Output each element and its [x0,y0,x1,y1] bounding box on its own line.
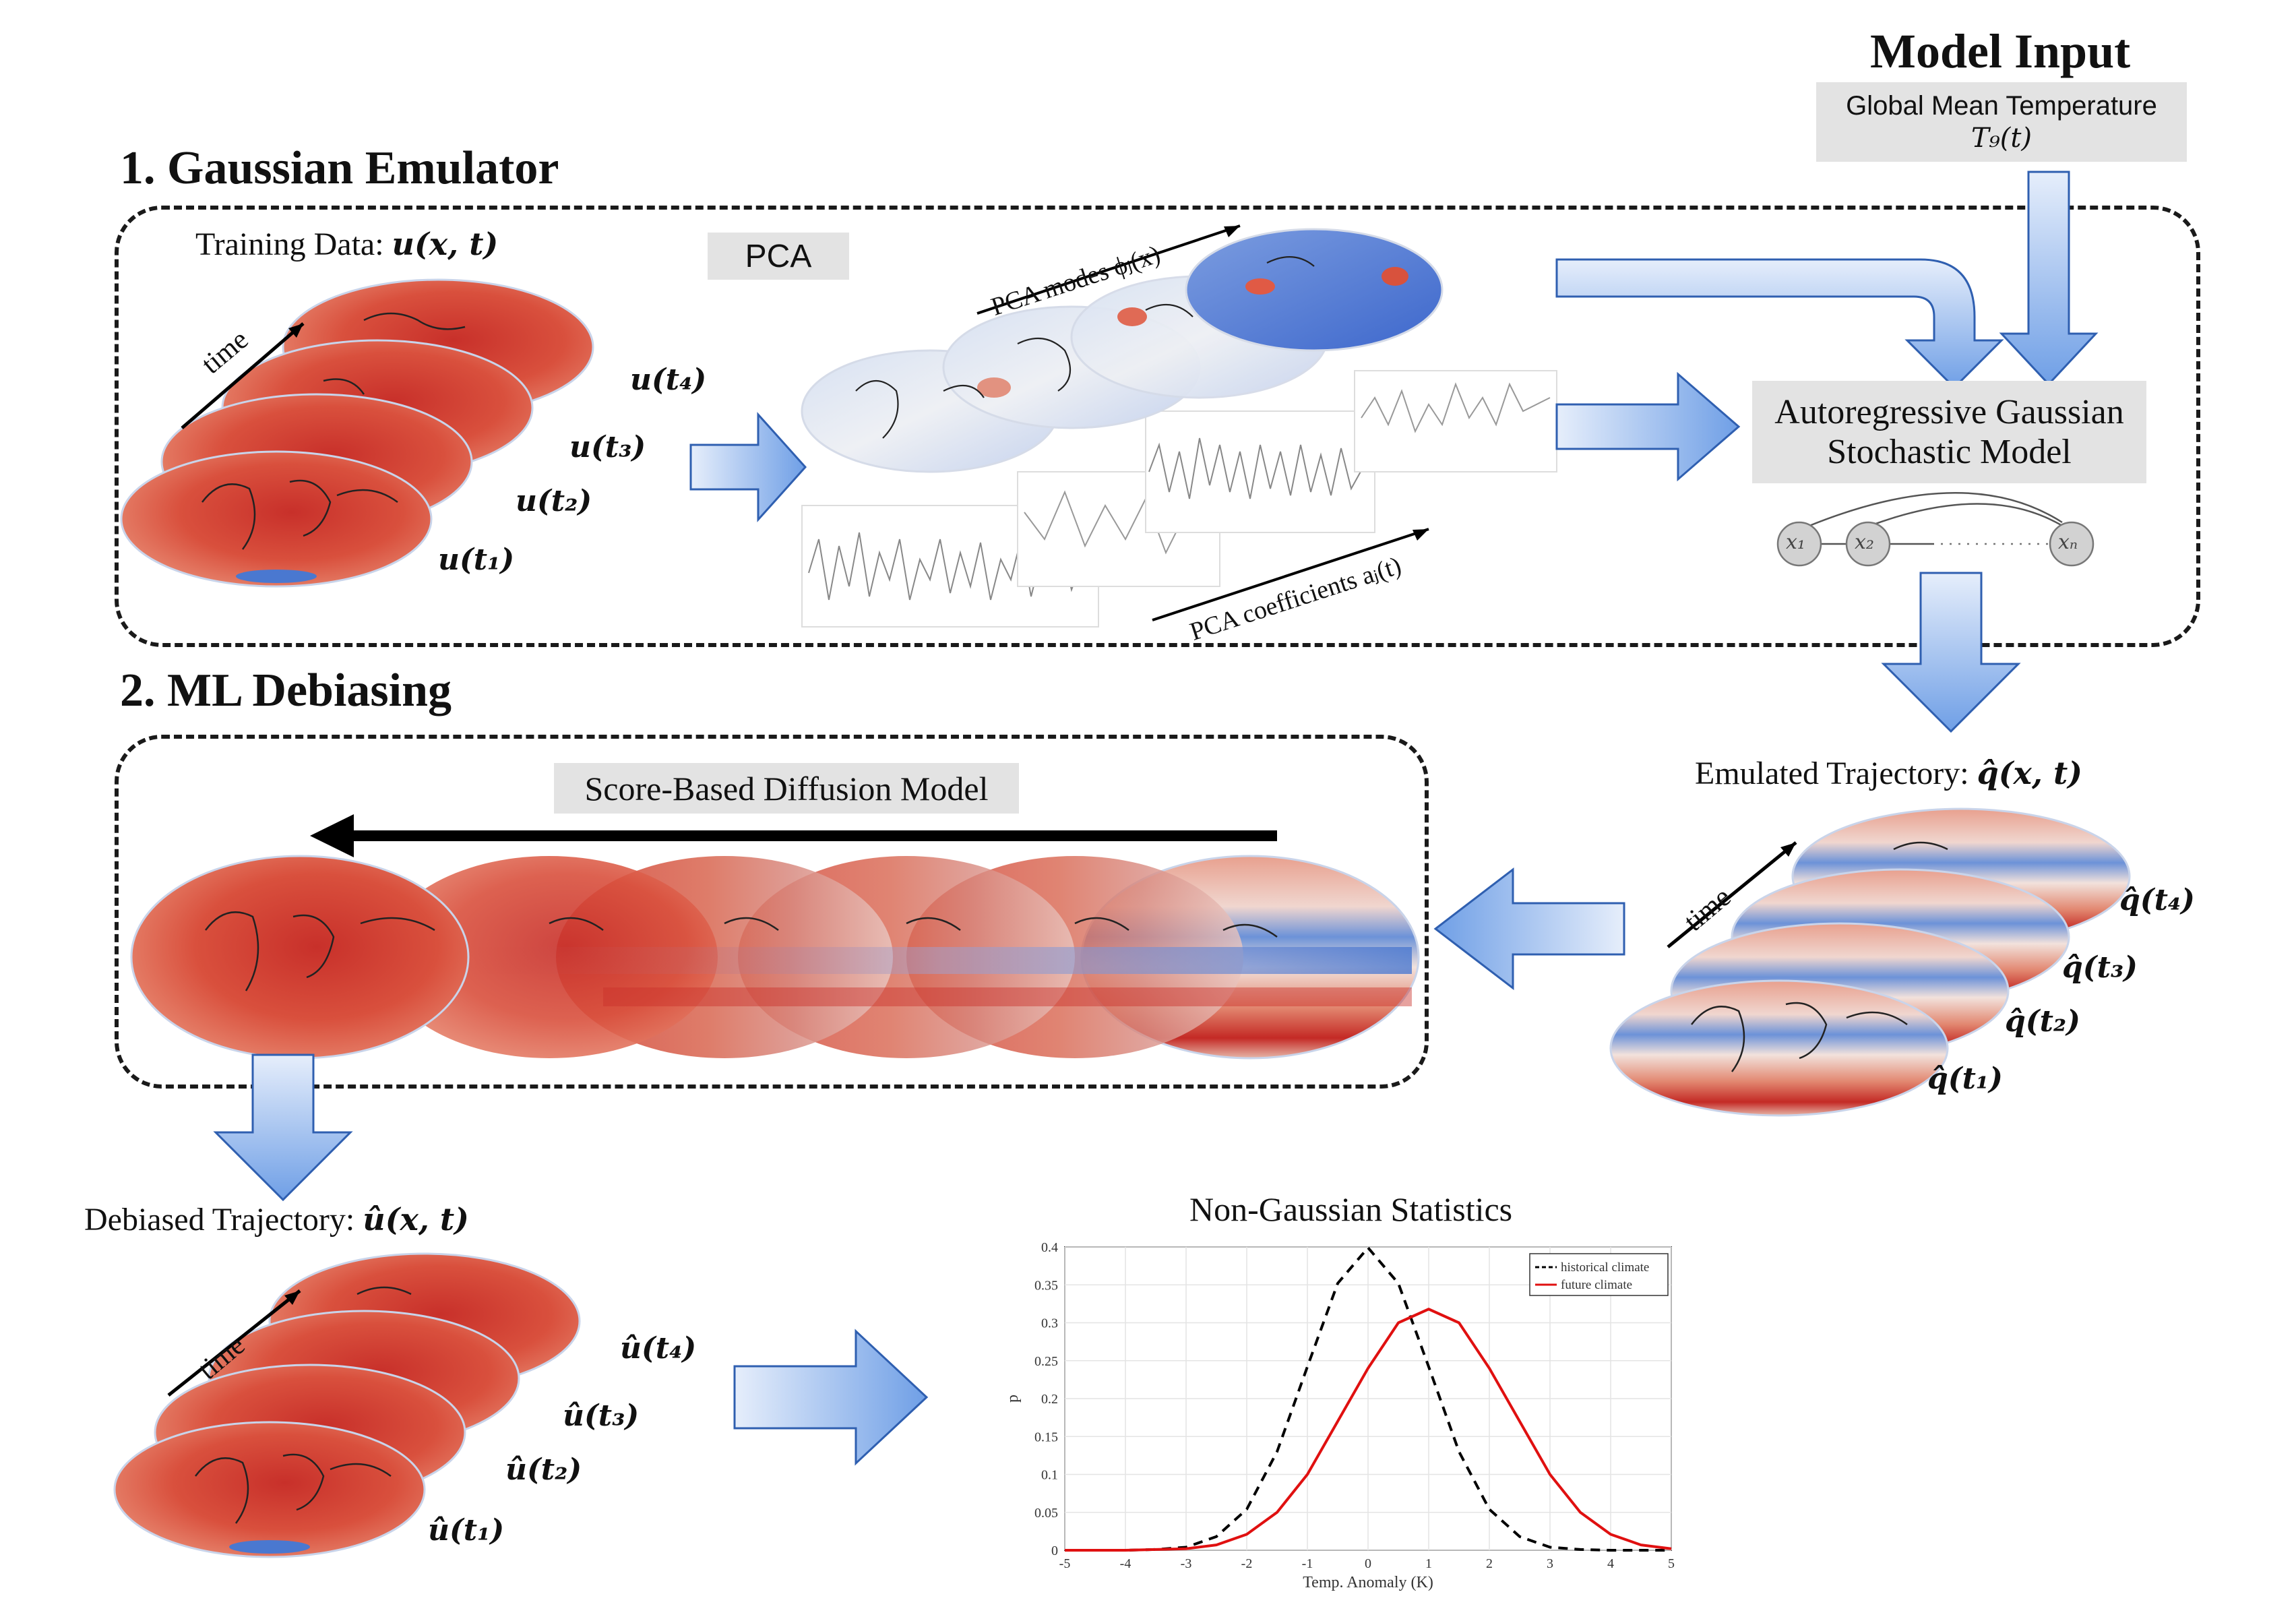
uhat-t1-label: û(t₁) [428,1513,505,1548]
u-t4-label: u(t₄) [630,363,707,397]
ar-model-line2: Stochastic Model [1827,433,2072,471]
legend-label: historical climate [1561,1260,1649,1275]
node-xn: xₙ [2058,530,2078,554]
x-tick-label: -1 [1302,1556,1313,1571]
x-tick-label: -2 [1241,1556,1253,1571]
y-tick-label: 0.35 [1034,1278,1058,1293]
arrow-emulated-to-diffusion [1433,867,1625,991]
uhat-t4-label: û(t₄) [620,1331,697,1366]
arrow-input-to-ar [1999,171,2099,386]
q-t3-label: q̂(t₃) [2062,950,2138,985]
arrow-debiased-to-chart [733,1328,929,1466]
x-tick-label: -4 [1120,1556,1131,1571]
x-tick-label: 1 [1425,1556,1432,1571]
pca-box: PCA [708,233,849,280]
debiased-label: Debiased Trajectory: û(x, t) [84,1201,469,1238]
y-axis-label: p [1004,1395,1022,1403]
ml-debiasing-box [115,735,1429,1089]
diffusion-visual [130,814,1420,1060]
arrow-diffusion-to-debiased [213,1053,353,1202]
model-input-box: Global Mean Temperature T₉(t) [1816,82,2187,162]
series-line-1 [1065,1308,1672,1552]
q-t4-label: q̂(t₄) [2119,883,2195,917]
arrow-to-pca [689,412,807,522]
x-axis-label: Temp. Anomaly (K) [1303,1574,1433,1591]
model-input-line1: Global Mean Temperature [1846,90,2157,121]
x-tick-label: 5 [1668,1556,1675,1571]
section1-title: 1. Gaussian Emulator [120,142,559,194]
chart-title: Non-Gaussian Statistics [1189,1190,1513,1228]
uhat-t2-label: û(t₂) [505,1453,582,1487]
arrow-ar-to-emulated [1881,572,2021,733]
legend-label: future climate [1561,1278,1632,1292]
series-line-0 [1065,1246,1671,1552]
arrow-modes-to-ar [1555,258,2004,390]
legend-box [1529,1253,1669,1296]
section2-title: 2. ML Debiasing [120,665,452,716]
y-tick-label: 0.4 [1041,1240,1058,1255]
gaussian-emulator-box [115,206,2200,647]
ar-graph [1776,491,2095,567]
u-t3-label: u(t₃) [569,430,646,464]
y-tick-label: 0 [1051,1544,1058,1558]
model-input-title: Model Input [1870,24,2131,78]
emulated-label: Emulated Trajectory: q̂(x, t) [1695,755,2082,791]
x-tick-label: 0 [1365,1556,1371,1571]
u-t2-label: u(t₂) [516,484,592,518]
y-tick-label: 0.05 [1034,1506,1058,1521]
node-x2: x₂ [1855,530,1874,554]
temperature-anomaly-chart: -5 -4 -3 -2 -1 0 1 2 3 4 5 0 0.05 0.1 0.15 0.2 0.25 0.3 0.… [1004,1240,1675,1591]
training-maps [120,278,594,588]
x-tick-label: 2 [1486,1556,1493,1571]
ar-model-line1: Autoregressive Gaussian [1774,393,2124,431]
x-tick-label: -3 [1181,1556,1192,1571]
y-tick-label: 0.1 [1041,1468,1058,1483]
node-x1: x₁ [1786,530,1805,554]
x-tick-label: 4 [1607,1556,1614,1571]
y-tick-label: 0.2 [1041,1392,1058,1407]
x-tick-label: 3 [1547,1556,1553,1571]
u-t1-label: u(t₁) [438,543,515,577]
diffusion-model-box: Score-Based Diffusion Model [554,763,1019,814]
uhat-t3-label: û(t₃) [563,1399,640,1433]
y-tick-label: 0.25 [1034,1354,1058,1369]
y-tick-label: 0.3 [1041,1316,1058,1331]
training-data-label: Training Data: u(x, t) [195,226,499,262]
q-t1-label: q̂(t₁) [1927,1062,2003,1096]
pca-visuals [801,224,1557,628]
ar-model-box: Autoregressive Gaussian Stochastic Model [1752,381,2146,483]
emulated-maps [1609,807,2131,1117]
y-tick-label: 0.15 [1034,1430,1058,1444]
q-t2-label: q̂(t₂) [2005,1004,2080,1039]
x-tick-label: -5 [1059,1556,1071,1571]
debiased-maps [113,1252,581,1558]
model-input-line2: T₉(t) [1971,122,2032,154]
arrow-coeffs-to-ar [1555,371,1741,482]
